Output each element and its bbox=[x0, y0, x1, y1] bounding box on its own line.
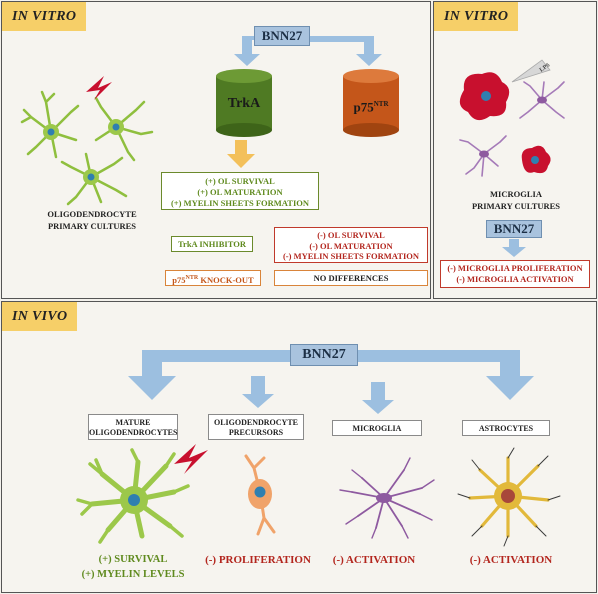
no-differences-box: NO DIFFERENCES bbox=[274, 270, 428, 286]
microglia-effects-box: (-) MICROGLIA PROLIFERATION (-) MICROGLI… bbox=[440, 260, 590, 288]
negative-effects-box: (-) OL SURVIVAL (-) OL MATURATION (-) MY… bbox=[274, 227, 428, 263]
bnn27-box-microglia: BNN27 bbox=[486, 220, 542, 238]
bnn27-down-arrow-microglia bbox=[502, 239, 526, 257]
ol-cell-3 bbox=[60, 152, 128, 206]
microglia-cells-illustration bbox=[459, 59, 565, 177]
arrow-to-mature-ol bbox=[128, 350, 290, 400]
p75-knockout-box: p75NTR KNOCK-OUT bbox=[165, 270, 261, 286]
trka-cylinder bbox=[216, 69, 272, 137]
lightning-icon-in-vivo bbox=[174, 444, 208, 474]
arrow-to-p75 bbox=[310, 36, 382, 66]
arrow-to-trka bbox=[234, 36, 260, 66]
trka-label: TrkA bbox=[227, 96, 261, 111]
in-vitro-microglia-panel: IN VITRO LPS MICROGLIA PRIMARY CULTURES … bbox=[433, 1, 597, 299]
bnn27-box: BNN27 bbox=[254, 26, 310, 46]
oligodendrocyte-cells-illustration bbox=[20, 76, 154, 206]
target-label-microglia: MICROGLIA bbox=[332, 420, 422, 436]
in-vivo-arrows bbox=[128, 350, 534, 414]
p75-label: p75NTR bbox=[353, 99, 389, 115]
bnn27-box-in-vivo: BNN27 bbox=[290, 344, 358, 366]
outcome-mature-ol: (+) SURVIVAL (+) MYELIN LEVELS bbox=[81, 554, 185, 580]
astrocyte-illustration bbox=[457, 447, 561, 547]
in-vitro-tag: IN VITRO bbox=[2, 2, 87, 31]
microglia-illustration bbox=[339, 457, 435, 539]
arrow-to-astrocytes bbox=[358, 350, 534, 400]
trka-down-arrow bbox=[227, 140, 255, 168]
microglia-culture-label: MICROGLIA PRIMARY CULTURES bbox=[471, 189, 561, 211]
trka-inhibitor-box: TrkA INHIBITOR bbox=[171, 236, 253, 252]
lightning-icon bbox=[86, 76, 112, 100]
in-vitro-tag-microglia: IN VITRO bbox=[434, 2, 519, 31]
lps-arrow bbox=[511, 59, 551, 83]
in-vivo-tag: IN VIVO bbox=[2, 302, 78, 331]
target-label-opc: OLIGODENDROCYTE PRECURSORS bbox=[208, 414, 304, 440]
oligodendrocyte-culture-label: OLIGODENDROCYTE PRIMARY CULTURES bbox=[47, 209, 137, 231]
target-label-astrocytes: ASTROCYTES bbox=[462, 420, 550, 436]
in-vivo-panel: IN VIVO BNN27 MATURE OLIGODENDROCYTES OL… bbox=[1, 301, 597, 593]
ol-cell-2 bbox=[94, 96, 154, 162]
bnn27-arrows bbox=[227, 36, 382, 168]
outcome-opc: (-) PROLIFERATION bbox=[205, 554, 311, 566]
target-label-mature-ol: MATURE OLIGODENDROCYTES bbox=[88, 414, 178, 440]
ol-cell-1 bbox=[20, 90, 80, 159]
positive-effects-box: (+) OL SURVIVAL (+) OL MATURATION (+) MY… bbox=[161, 172, 319, 210]
mature-oligodendrocyte-illustration bbox=[76, 444, 208, 544]
in-vitro-oligodendrocyte-panel: IN VITRO BNN27 TrkA p75NTR bbox=[1, 1, 431, 299]
p75-cylinder bbox=[343, 69, 399, 137]
opc-illustration bbox=[244, 454, 276, 536]
outcome-astrocytes: (-) ACTIVATION bbox=[469, 554, 553, 566]
arrow-to-microglia bbox=[362, 382, 394, 414]
outcome-microglia: (-) ACTIVATION bbox=[332, 554, 416, 566]
arrow-to-opc bbox=[242, 376, 274, 408]
